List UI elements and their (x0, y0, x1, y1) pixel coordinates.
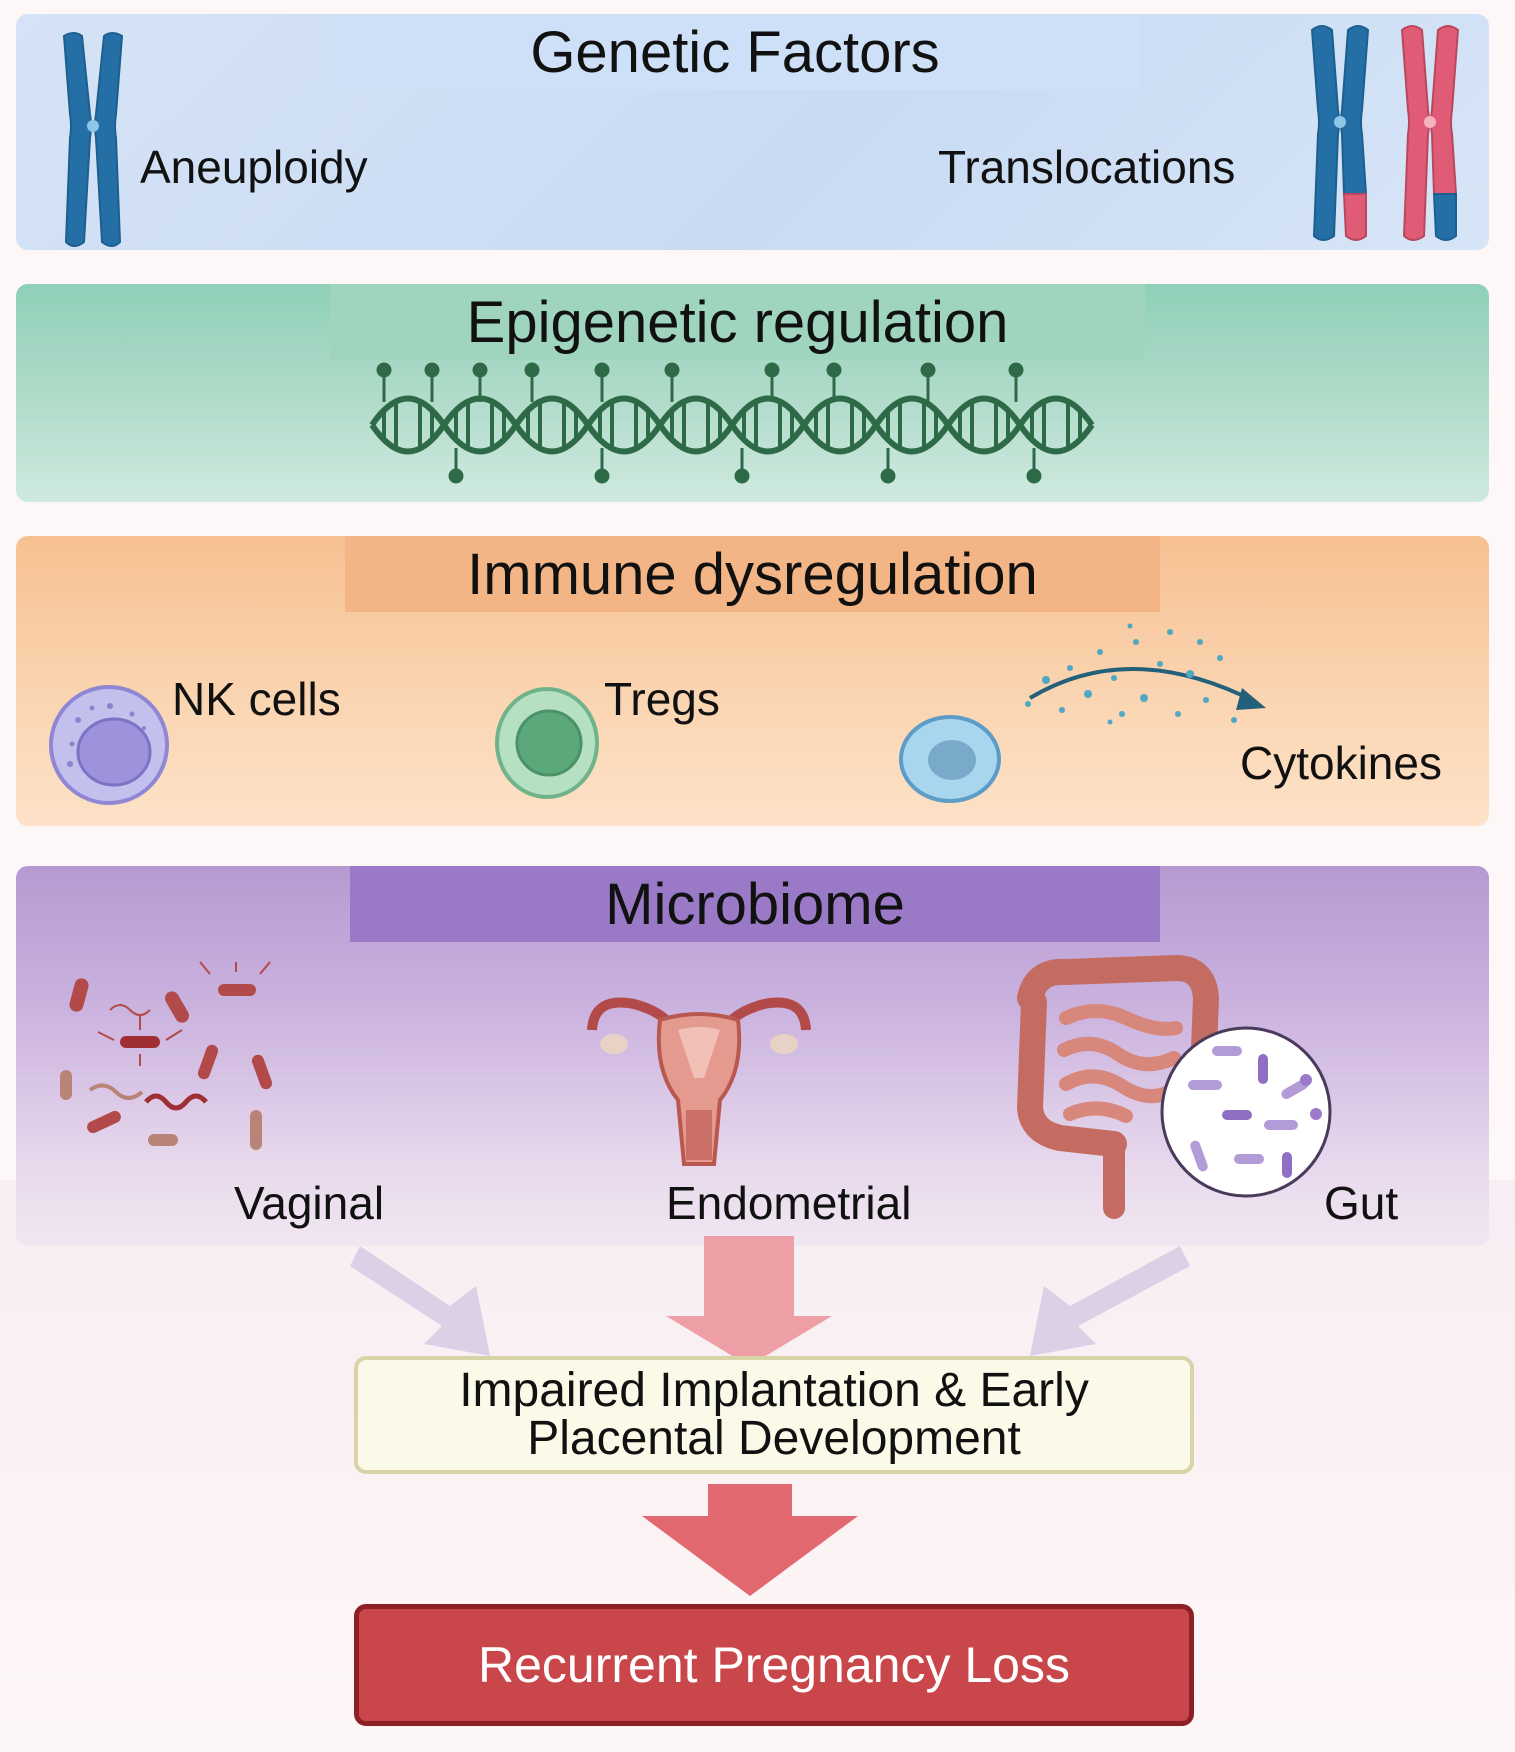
impaired-line-2: Placental Development (527, 1412, 1021, 1465)
nk-cell-icon (49, 685, 169, 805)
uterus-icon (587, 997, 811, 1166)
translocations-label: Translocations (938, 141, 1236, 193)
aneuploidy-label: Aneuploidy (140, 141, 368, 193)
epigenetic-title: Epigenetic regulation (330, 284, 1145, 360)
recurrent-pregnancy-loss-box: Recurrent Pregnancy Loss (354, 1604, 1194, 1726)
bacteria-icon (60, 961, 273, 1150)
chromosome-pair-icon (1310, 25, 1460, 241)
immune-cell-icon (899, 715, 1001, 803)
gut-label: Gut (1324, 1177, 1399, 1229)
endometrial-label: Endometrial (666, 1177, 912, 1229)
microbiome-title: Microbiome (350, 866, 1160, 942)
cytokine-arrow-icon (1025, 623, 1266, 725)
impaired-implantation-box: Impaired Implantation & Early Placental … (354, 1356, 1194, 1474)
microscope-bacteria-icon (1160, 1026, 1332, 1198)
cytokines-label: Cytokines (1240, 737, 1442, 789)
impaired-line-1: Impaired Implantation & Early (459, 1364, 1089, 1417)
treg-cell-icon (495, 687, 599, 799)
dna-methylation-icon (369, 362, 1095, 484)
genetic-factors-title: Genetic Factors (330, 14, 1140, 90)
vaginal-label: Vaginal (234, 1177, 385, 1229)
chromosome-icon (62, 32, 124, 247)
down-arrow (642, 1484, 858, 1596)
immune-dysregulation-title: Immune dysregulation (345, 536, 1160, 612)
converging-arrows (350, 1236, 1190, 1366)
tregs-label: Tregs (604, 673, 720, 725)
nk-cells-label: NK cells (172, 673, 341, 725)
